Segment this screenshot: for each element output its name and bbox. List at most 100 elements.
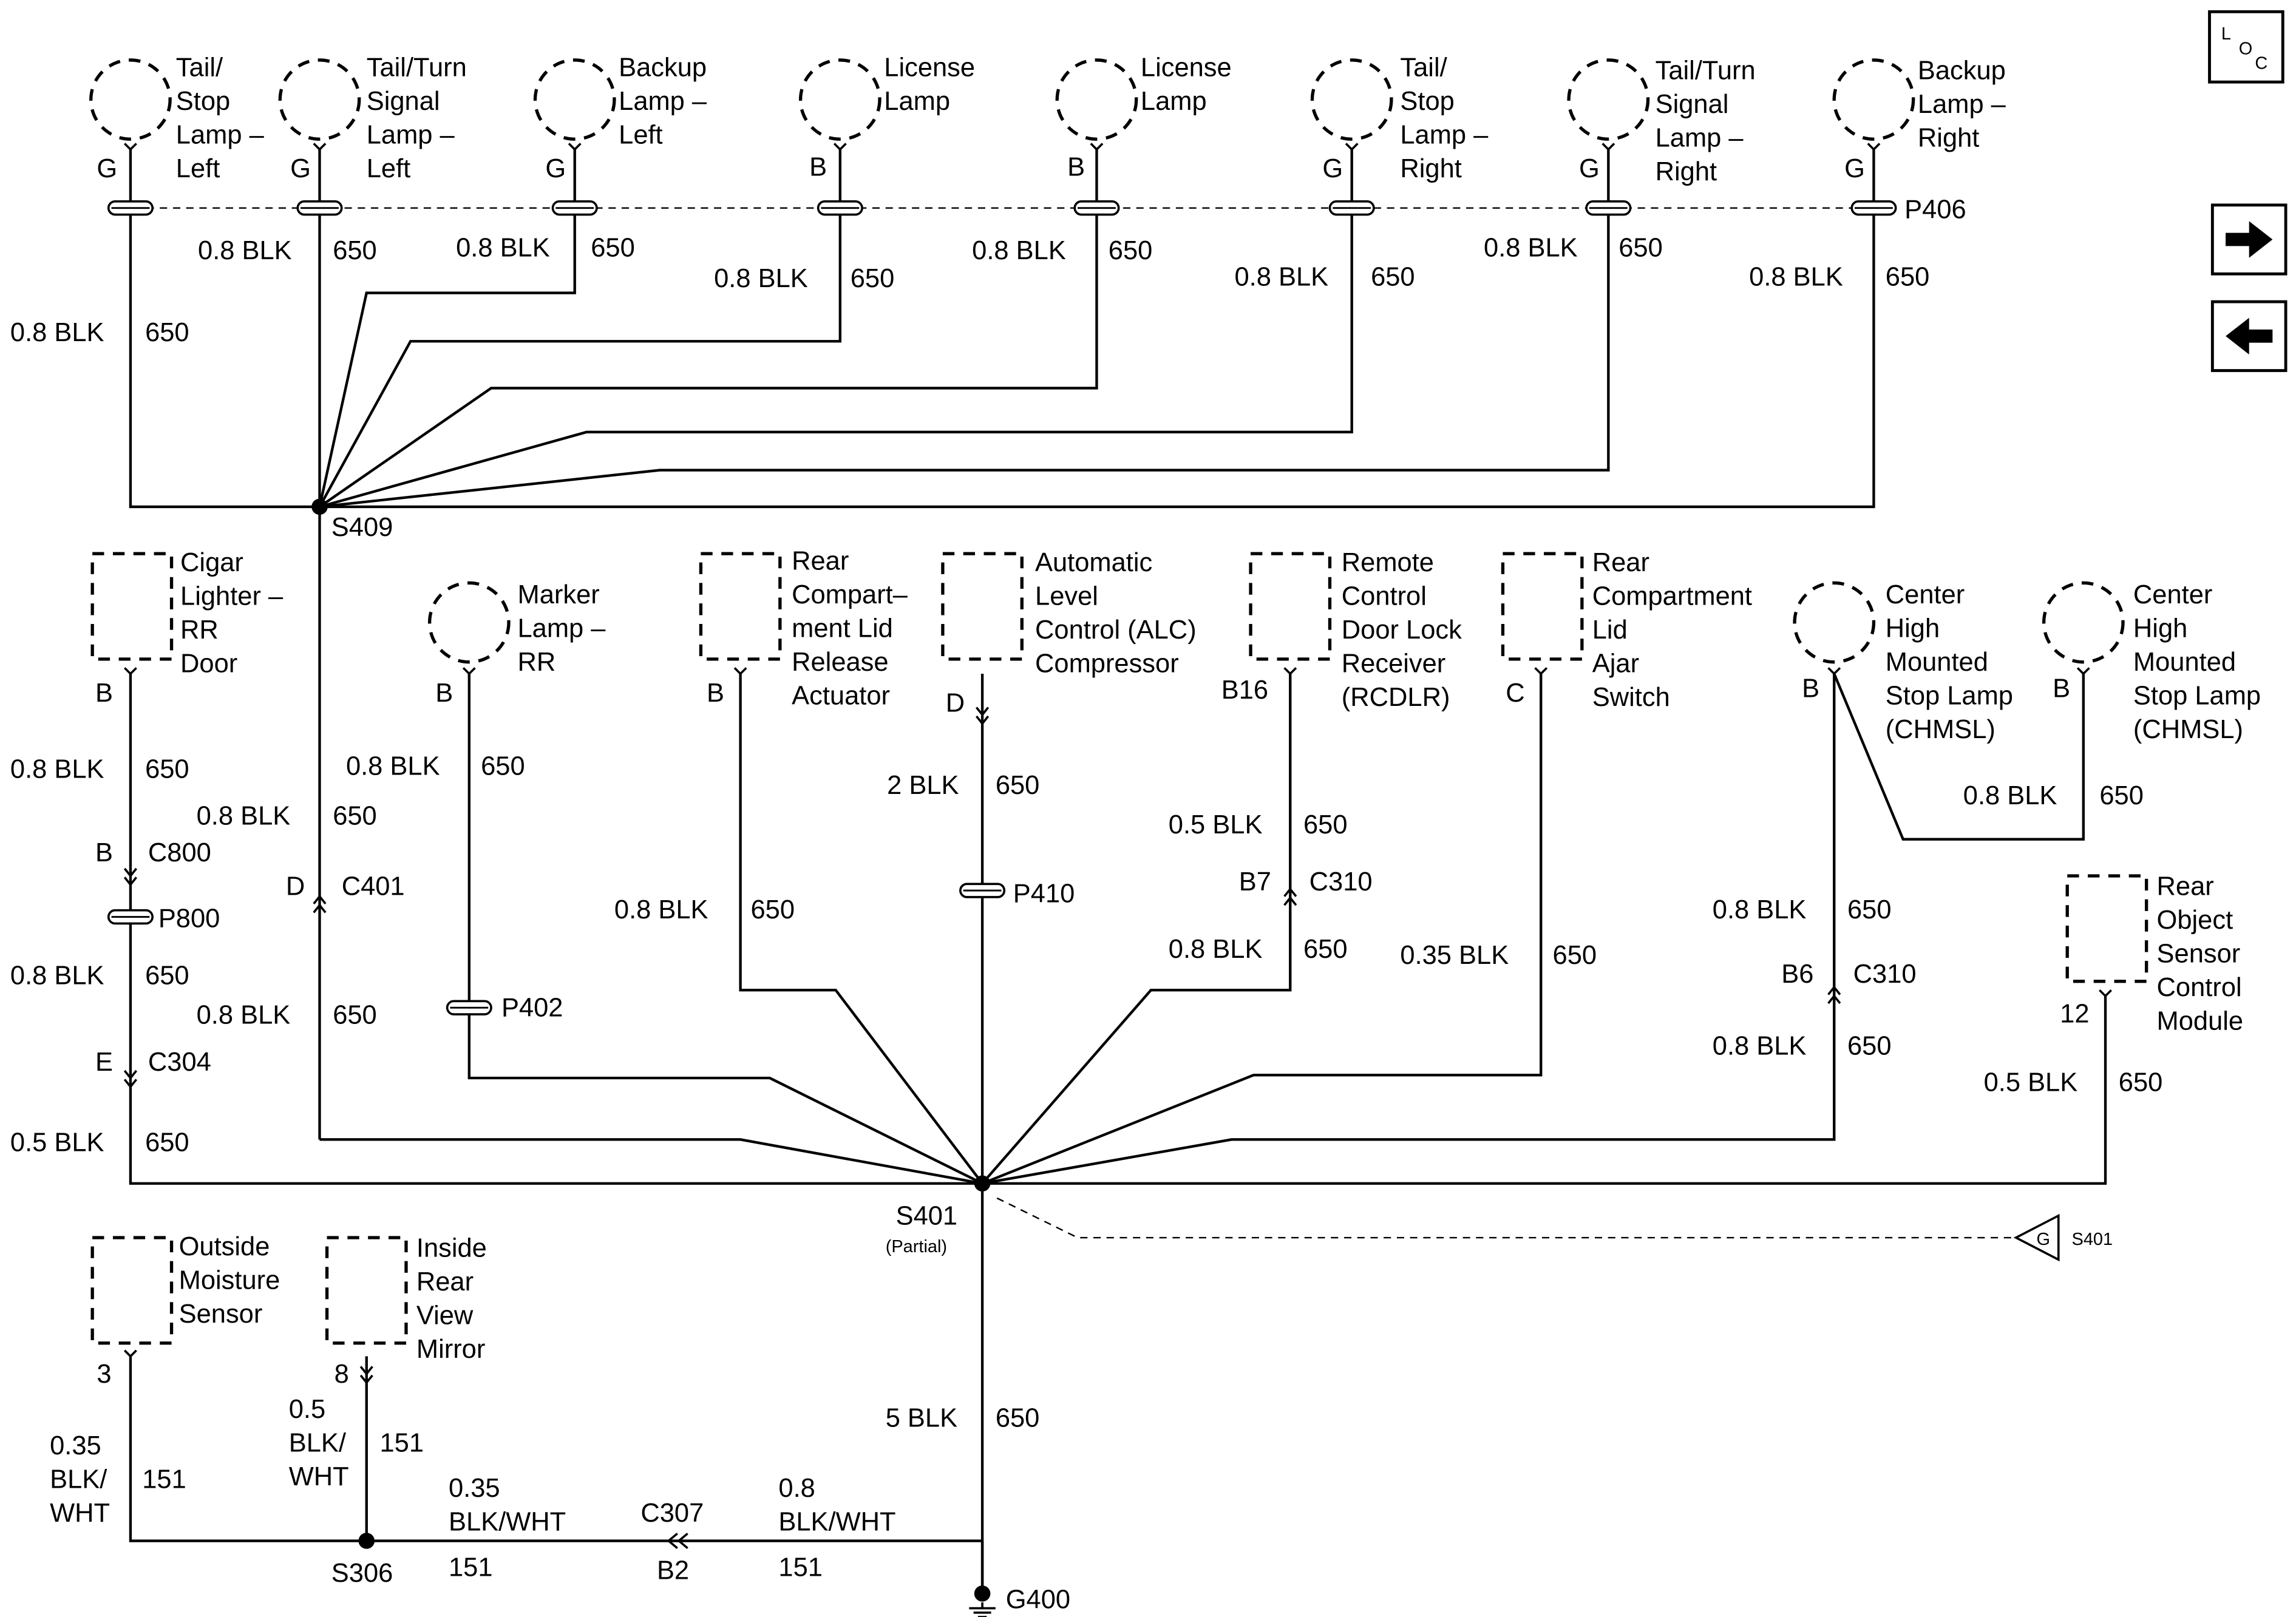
splice-label: S401	[896, 1201, 957, 1230]
circuit-number: 650	[1303, 810, 1348, 839]
tail-stop-left-label: Tail/ Stop Lamp – Left	[176, 53, 271, 183]
splice-note: (Partial)	[886, 1237, 947, 1256]
wire-labels: 0.8 BLK 650 0.8 BLK 650 0.8 BLK 650 0.8 …	[10, 233, 2162, 1582]
wire-size-label: 0.8 BLK	[1484, 233, 1578, 262]
connector-label: C307	[640, 1499, 704, 1528]
pin-labels: G G G B B G G G B B B D B16 C B B 12 3 8	[95, 153, 2090, 1389]
circuit-number: 650	[145, 1128, 189, 1158]
wire-size-label: 2 BLK	[887, 771, 959, 800]
wire-size-label: 0.8 BLK	[346, 752, 440, 781]
connector-label: C401	[342, 872, 405, 901]
circuit-number: 151	[380, 1428, 424, 1457]
circuit-number: 650	[145, 754, 189, 784]
inside-mirror-label: Inside Rear View Mirror	[416, 1233, 494, 1363]
pin-label: B	[809, 153, 827, 182]
pin-label: B	[95, 838, 113, 867]
pin-label: B	[1067, 153, 1085, 182]
circuit-number: 650	[333, 236, 377, 265]
lid-ajar-switch-label: Rear Compartment Lid Ajar Switch	[1592, 548, 1759, 712]
pin-label: B	[95, 679, 113, 708]
splice-labels: S409 S401 (Partial) S306 G400	[331, 513, 1070, 1614]
moisture-sensor-label: Outside Moisture Sensor	[179, 1232, 288, 1329]
wire-size-label: 0.8 BLK	[972, 236, 1066, 265]
wiring-lines	[129, 149, 2107, 1594]
circuit-number: 650	[1371, 263, 1415, 292]
pin-label: G	[545, 154, 566, 183]
rcdlr-label: Remote Control Door Lock Receiver (RCDLR…	[1342, 548, 1469, 712]
connector-label: C310	[1309, 867, 1373, 897]
wire-size-label: 0.8 BLK	[10, 318, 104, 347]
marker-lamp-label: Marker Lamp – RR	[518, 580, 613, 677]
pin-label: 3	[97, 1360, 111, 1389]
wire-size-label: 0.35 BLK/WHT	[449, 1474, 566, 1536]
circuit-number: 650	[145, 318, 189, 347]
loc-letter-l: L	[2221, 24, 2231, 44]
pin-label: B	[707, 679, 724, 708]
rear-object-sensor-label: Rear Object Sensor Control Module	[2157, 872, 2249, 1036]
pin-label: 8	[335, 1360, 349, 1389]
pin-label: B	[435, 679, 453, 708]
wire-size-label: 0.8 BLK	[1234, 263, 1328, 292]
reference-dashes	[146, 207, 2016, 1239]
circuit-number: 650	[333, 802, 377, 831]
wire-size-label: 5 BLK	[886, 1403, 957, 1432]
loc-button[interactable]: L O C	[2208, 10, 2284, 84]
circuit-number: 650	[1303, 935, 1348, 964]
connector-label: P410	[1013, 879, 1075, 908]
wire-size-label: 0.5 BLK	[10, 1128, 104, 1158]
pin-label: E	[95, 1048, 113, 1077]
wire-size-label: 0.8 BLK	[198, 236, 292, 265]
cigar-lighter-label: Cigar Lighter – RR Door	[180, 548, 290, 678]
left-arrow-icon	[2226, 317, 2273, 354]
circuit-number: 650	[851, 264, 895, 293]
wire-size-label: 0.8 BLK	[456, 233, 550, 262]
circuit-number: 650	[481, 752, 525, 781]
connector-label: P402	[501, 994, 563, 1023]
chmsl-1-label: Center High Mounted Stop Lamp (CHMSL)	[1886, 580, 2020, 744]
ground-reference-flag: G S401	[2013, 1213, 2113, 1262]
circuit-number: 650	[996, 1403, 1040, 1432]
chmsl-2-label: Center High Mounted Stop Lamp (CHMSL)	[2133, 580, 2268, 744]
component-outlines	[89, 58, 2148, 1345]
connector-label: P406	[1904, 195, 1966, 225]
ref-pin-label: G	[2037, 1230, 2051, 1249]
connector-label: C310	[1853, 960, 1917, 989]
wire-size-label: 0.35 BLK	[1400, 941, 1509, 970]
circuit-number: 151	[449, 1553, 493, 1582]
circuit-number: 650	[1847, 1031, 1892, 1060]
pin-label: D	[286, 872, 305, 901]
circuit-number: 650	[1886, 263, 1930, 292]
wire-size-label: 0.8 BLK	[1749, 263, 1843, 292]
ref-splice-label: S401	[2071, 1230, 2113, 1249]
pin-label: C	[1506, 679, 1524, 708]
component-labels: Tail/ Stop Lamp – Left Tail/Turn Signal …	[176, 53, 2268, 1363]
circuit-number: 650	[1109, 236, 1153, 265]
wire-size-label: 0.8 BLK	[1169, 935, 1263, 964]
connector-label: P800	[158, 904, 220, 933]
splice-label: S306	[331, 1559, 393, 1588]
wire-size-label: 0.8 BLK	[614, 895, 708, 924]
wire-size-label: 0.35 BLK/ WHT	[50, 1431, 114, 1528]
backup-left-label: Backup Lamp – Left	[619, 53, 714, 149]
wire-size-label: 0.8 BLK	[714, 264, 808, 293]
wire-size-label: 0.8 BLK	[10, 754, 104, 784]
circuit-number: 650	[751, 895, 795, 924]
pin-label: B	[2053, 674, 2070, 703]
wire-size-label: 0.5 BLK	[1169, 810, 1263, 839]
circuit-number: 650	[996, 771, 1040, 800]
circuit-number: 650	[145, 961, 189, 991]
next-page-button[interactable]	[2210, 203, 2288, 276]
circuit-number: 650	[333, 1001, 377, 1030]
loc-letter-o: O	[2239, 39, 2253, 58]
circuit-number: 650	[591, 233, 635, 262]
circuit-number: 650	[1553, 941, 1597, 970]
pin-label: 12	[2060, 999, 2089, 1028]
pin-label: D	[946, 689, 965, 718]
wire-size-label: 0.5 BLK/ WHT	[289, 1395, 353, 1491]
pin-label: B6	[1781, 960, 1813, 989]
previous-page-button[interactable]	[2210, 300, 2288, 372]
right-arrow-icon	[2226, 221, 2273, 258]
pin-label: G	[1579, 154, 1600, 183]
circuit-number: 151	[778, 1553, 823, 1582]
